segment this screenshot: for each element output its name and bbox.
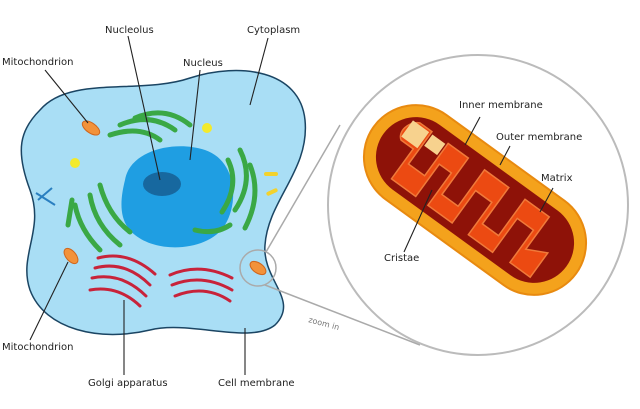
zoom-line bbox=[265, 124, 341, 253]
leader-lines bbox=[29, 35, 554, 375]
nucleolus bbox=[143, 172, 181, 196]
label-inner-membrane: Inner membrane bbox=[459, 100, 543, 111]
label-nucleolus: Nucleolus bbox=[105, 25, 154, 36]
label-matrix: Matrix bbox=[541, 173, 573, 184]
vesicle bbox=[202, 123, 212, 133]
zoom-source-circle bbox=[239, 249, 277, 287]
label-nucleus: Nucleus bbox=[183, 58, 223, 69]
mitochondrion-small bbox=[249, 260, 267, 276]
golgi-apparatus bbox=[88, 254, 234, 308]
mitochondrion-small bbox=[81, 120, 101, 136]
vesicle bbox=[70, 158, 80, 168]
mitochondrion-detail bbox=[362, 104, 588, 296]
label-cytoplasm: Cytoplasm bbox=[247, 25, 300, 36]
endoplasmic-reticulum bbox=[65, 110, 258, 253]
label-zoom-in: zoom in bbox=[307, 315, 340, 332]
zoom-line bbox=[264, 284, 421, 346]
label-cristae: Cristae bbox=[384, 253, 419, 264]
mitochondrion-small bbox=[63, 247, 79, 265]
vesicle bbox=[264, 172, 278, 176]
label-cell-membrane: Cell membrane bbox=[218, 378, 295, 389]
label-mitochondrion-bottom: Mitochondrion bbox=[2, 342, 73, 353]
vesicle bbox=[266, 188, 278, 196]
nucleus bbox=[121, 146, 234, 248]
label-outer-membrane: Outer membrane bbox=[496, 132, 582, 143]
label-golgi: Golgi apparatus bbox=[88, 378, 168, 389]
centrioles bbox=[35, 187, 56, 206]
label-mitochondrion-top: Mitochondrion bbox=[2, 57, 73, 68]
